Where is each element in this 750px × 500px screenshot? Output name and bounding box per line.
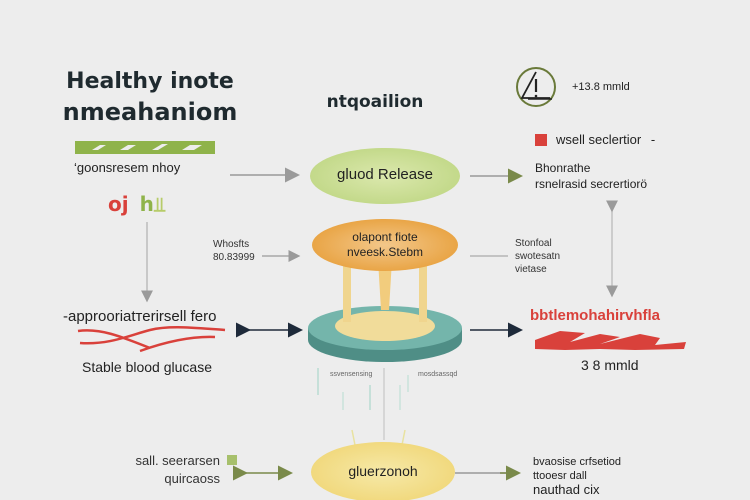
- secretion-line-2: rsnelrasid secrertiorö: [535, 177, 648, 191]
- glucagon-label: gluerzonoh: [348, 463, 418, 479]
- glucose-release-label: gluod Release: [337, 166, 433, 183]
- pedestal-node: [308, 260, 462, 362]
- orange-label-line-1: olapont fiote: [352, 230, 418, 244]
- warning-value: +13.8 mmld: [572, 81, 630, 93]
- section-heading: ntqoailion: [326, 92, 424, 112]
- green-stripe-bar: [75, 141, 215, 154]
- left-caption: ‘goonsresem nhoy: [74, 160, 181, 175]
- diagram-shape: [335, 311, 435, 341]
- stonfoal-line-2: swotesatn: [515, 251, 561, 262]
- red-wave-left: [77, 326, 226, 353]
- whosfts-line-1: Whosfts: [213, 239, 250, 250]
- glucose-value: 3 8 mmld: [581, 357, 639, 373]
- small-note-right: mosdsassqd: [418, 371, 458, 378]
- legend-red-square: [535, 134, 547, 146]
- whosfts-line-2: 80.83999: [213, 252, 255, 263]
- stable-glucose-label: Stable blood glucase: [82, 359, 212, 375]
- diagram-title: Healthy inote nmeahaniom: [60, 66, 240, 128]
- diagram-shape: [308, 328, 462, 340]
- bottom-right-label: bvaosise crfsetiod ttooesr dall nauthad …: [533, 455, 621, 497]
- diagram-shape: [343, 262, 351, 322]
- orange-node-label: olapont fiote nveesk.Stebm: [320, 230, 450, 260]
- diagram-shape: [308, 306, 462, 350]
- secretion-line-1: Bhonrathe: [535, 161, 591, 175]
- whosfts-note: Whosfts 80.83999: [213, 238, 255, 264]
- small-note-left: ssvensensing: [330, 371, 373, 378]
- bottom-right-line-3: nauthad cix: [533, 482, 600, 497]
- stonfoal-line-3: vietase: [515, 264, 547, 275]
- red-zigzag-banner: [535, 331, 686, 350]
- food-icon-green: h: [139, 192, 154, 216]
- legend-green-square: [227, 455, 237, 465]
- warning-icon: [516, 67, 556, 107]
- diagram-shape: [308, 318, 462, 362]
- bottom-right-line-2: ttooesr dall: [533, 470, 587, 482]
- legend-red-label: wsell seclertior -: [556, 132, 655, 147]
- stonfoal-line-1: Stonfoal: [515, 238, 552, 249]
- fork-icon: ⫫: [153, 192, 166, 216]
- food-icon: oj h⫫: [108, 192, 165, 216]
- title-line-1: Healthy inote: [66, 69, 234, 94]
- bottom-left-line-1: sall. seerarsen: [135, 453, 220, 468]
- orange-label-line-2: nveesk.Stebm: [346, 245, 424, 259]
- bottom-left-line-2: quircaoss: [164, 471, 220, 486]
- food-icon-red: oj: [108, 192, 129, 216]
- title-line-2: nmeahaniom: [62, 98, 238, 126]
- legend-red-dash: -: [650, 132, 656, 147]
- diagram-shape: [75, 141, 215, 154]
- diagram-shape: [419, 262, 427, 322]
- stonfoal-note: Stonfoal swotesatn vietase: [515, 237, 560, 276]
- red-heading: bbtlemohahirvhfla: [530, 307, 661, 324]
- legend-red-text: wsell seclertior: [556, 132, 642, 147]
- bottom-right-line-1: bvaosise crfsetiod: [533, 456, 622, 468]
- diagram-shape: [401, 429, 406, 446]
- appropriate-label: -approoriatтеrirsell fero: [63, 308, 217, 325]
- bottom-left-label: sall. seerarsen quircaoss: [130, 452, 220, 488]
- diagram-shape: [351, 429, 356, 446]
- secretion-label: Bhonrathe rsnelrasid secrertiorö: [535, 160, 647, 192]
